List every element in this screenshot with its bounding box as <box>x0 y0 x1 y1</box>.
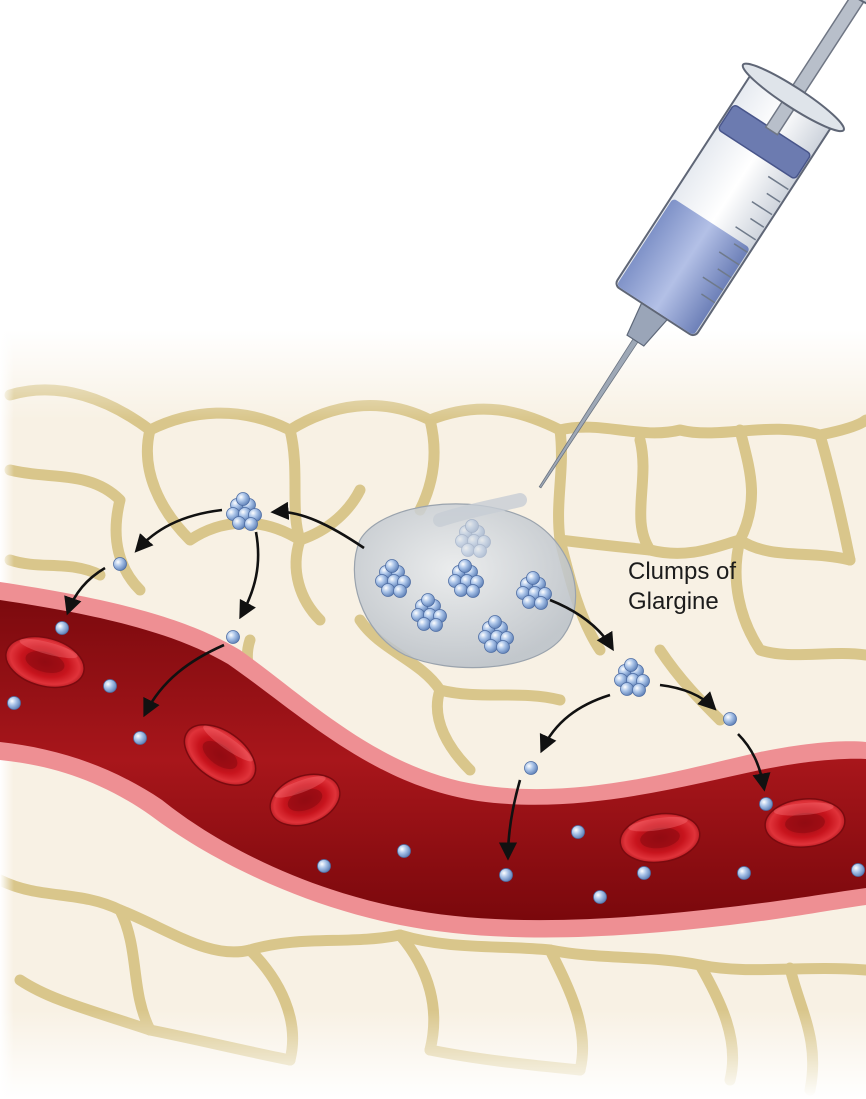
insulin-molecule <box>724 713 737 726</box>
insulin-molecule <box>572 826 585 839</box>
insulin-molecule <box>134 732 147 745</box>
insulin-molecule <box>852 864 865 877</box>
insulin-molecule <box>227 631 240 644</box>
insulin-molecule <box>760 798 773 811</box>
annotation-line-1: Clumps of <box>628 558 736 585</box>
insulin-molecule <box>318 860 331 873</box>
insulin-molecule <box>398 845 411 858</box>
insulin-molecule <box>500 869 513 882</box>
annotation-line-2: Glargine <box>628 588 719 615</box>
insulin-molecule <box>594 891 607 904</box>
insulin-molecule <box>114 558 127 571</box>
insulin-molecule <box>8 697 21 710</box>
insulin-molecule <box>56 622 69 635</box>
insulin-molecule <box>104 680 117 693</box>
insulin-molecule <box>738 867 751 880</box>
insulin-molecule <box>525 762 538 775</box>
insulin-molecule <box>638 867 651 880</box>
